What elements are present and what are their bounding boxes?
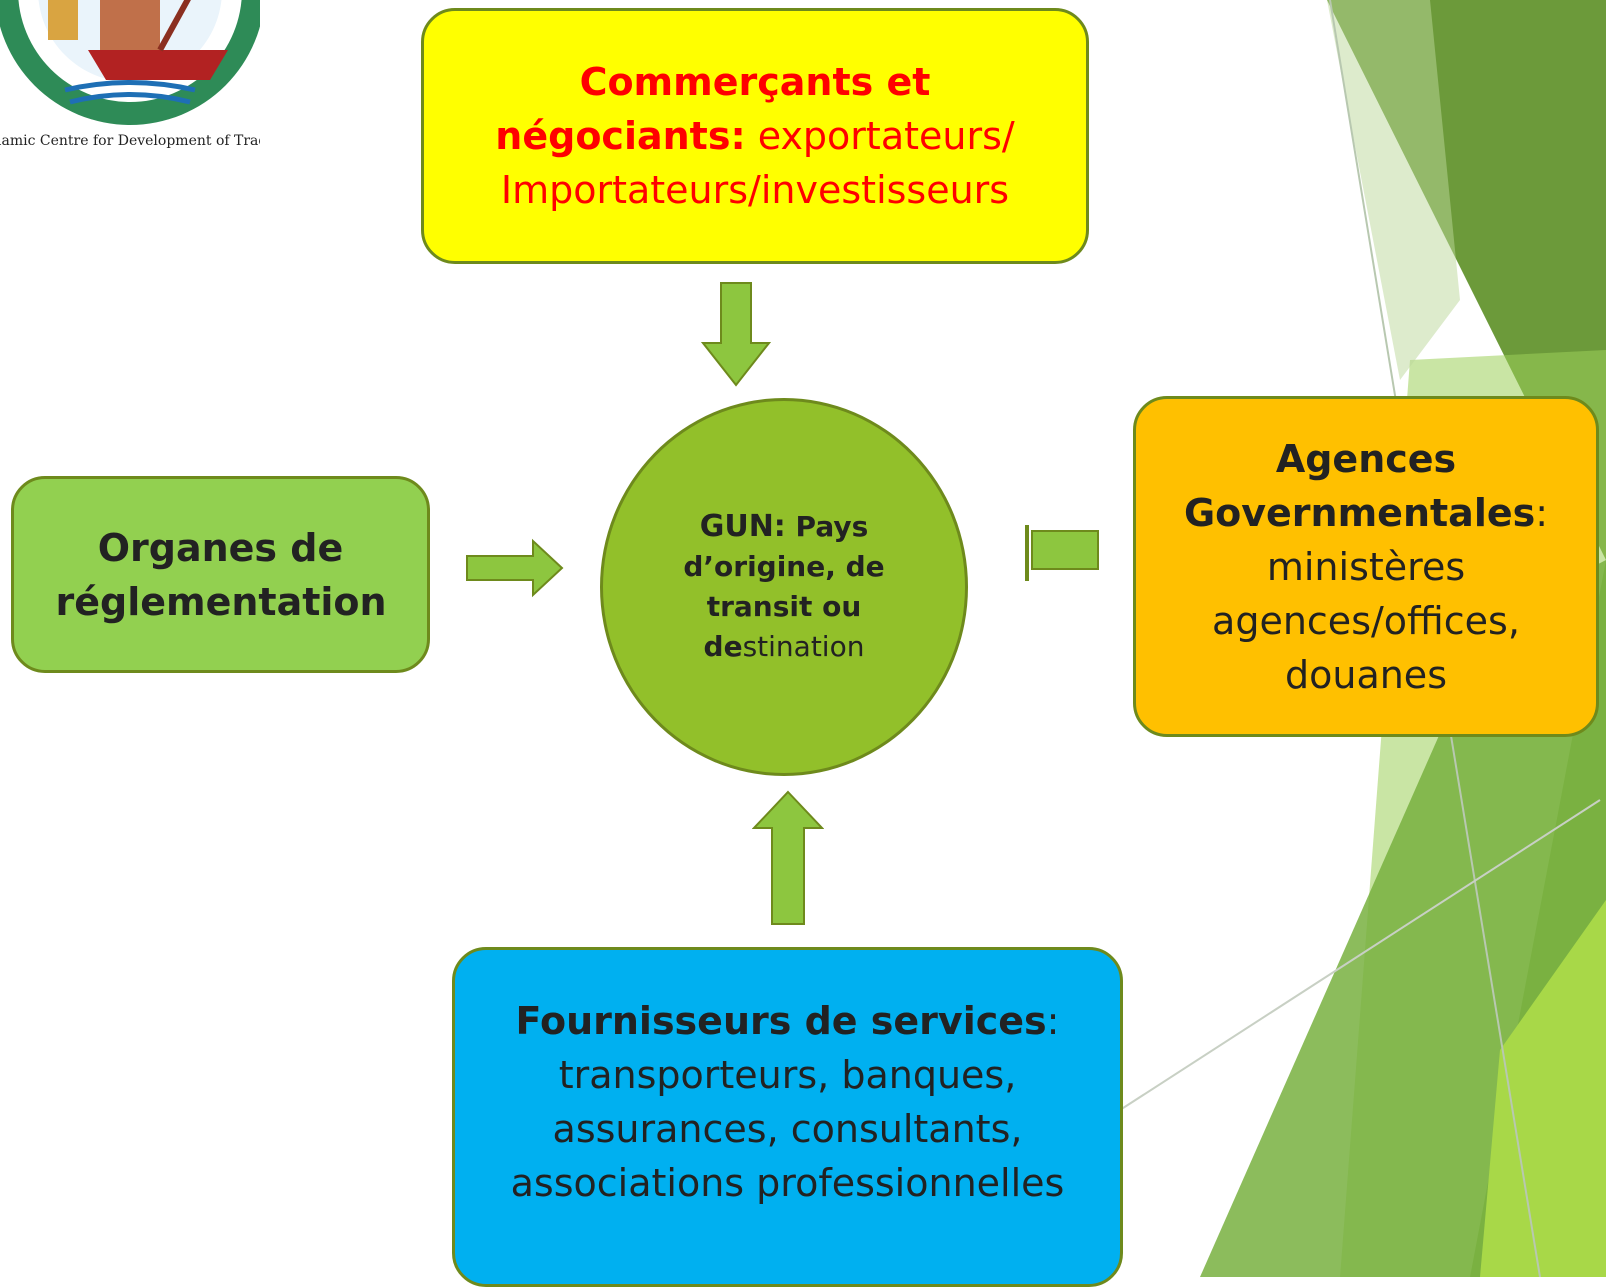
logo-crane xyxy=(157,0,191,52)
government-agencies-description: ministères agences/offices, douanes xyxy=(1212,544,1520,697)
logo-waves xyxy=(64,80,196,105)
service-providers-text: Fournisseurs de services: transporteurs,… xyxy=(508,994,1068,1210)
traders-title: Commerçants et négociants: xyxy=(495,60,931,158)
logo-ship xyxy=(88,50,228,80)
connector-left xyxy=(1025,525,1099,581)
single-window-title: GUN: xyxy=(699,509,786,544)
service-providers-colon: : xyxy=(1046,999,1060,1043)
single-window-text: GUN: Pays d’origine, de transit ou desti… xyxy=(669,507,899,667)
service-providers-description: transporteurs, banques, assurances, cons… xyxy=(510,1053,1065,1205)
single-window-node: GUN: Pays d’origine, de transit ou desti… xyxy=(600,398,968,776)
traders-box: Commerçants et négociants: exportateurs/… xyxy=(421,8,1089,264)
service-providers-box: Fournisseurs de services: transporteurs,… xyxy=(452,947,1123,1287)
service-providers-title: Fournisseurs de services xyxy=(515,999,1047,1043)
government-agencies-title: Agences Governmentales xyxy=(1183,436,1536,535)
logo-building xyxy=(100,0,160,50)
traders-text: Commerçants et négociants: exportateurs/… xyxy=(424,55,1086,217)
icdt-logo: Islamic Centre for Development of Trade xyxy=(0,0,260,149)
single-window-line2-rest: stination xyxy=(742,630,865,663)
traders-description: exportateurs/ Importateurs/investisseurs xyxy=(500,114,1015,212)
regulatory-bodies-box: Organes de réglementation xyxy=(11,476,430,673)
logo-caption: Islamic Centre for Development of Trade xyxy=(0,133,260,149)
logo-minaret xyxy=(48,0,78,40)
government-agencies-box: Agences Governmentales: ministères agenc… xyxy=(1133,396,1599,737)
arrow-down xyxy=(701,282,771,387)
government-agencies-text: Agences Governmentales: ministères agenc… xyxy=(1176,432,1556,702)
bg-facet-bright xyxy=(1480,900,1606,1277)
bg-facet-pale xyxy=(1327,0,1460,380)
arrow-right xyxy=(466,538,564,598)
regulatory-bodies-title: Organes de réglementation xyxy=(55,525,387,624)
single-window-line1: Pays d’origine, de transit ou xyxy=(683,510,885,623)
single-window-line2-bold: de xyxy=(703,630,743,663)
bg-line xyxy=(1119,799,1601,1111)
arrow-up xyxy=(752,790,824,925)
government-agencies-colon: : xyxy=(1535,490,1549,535)
